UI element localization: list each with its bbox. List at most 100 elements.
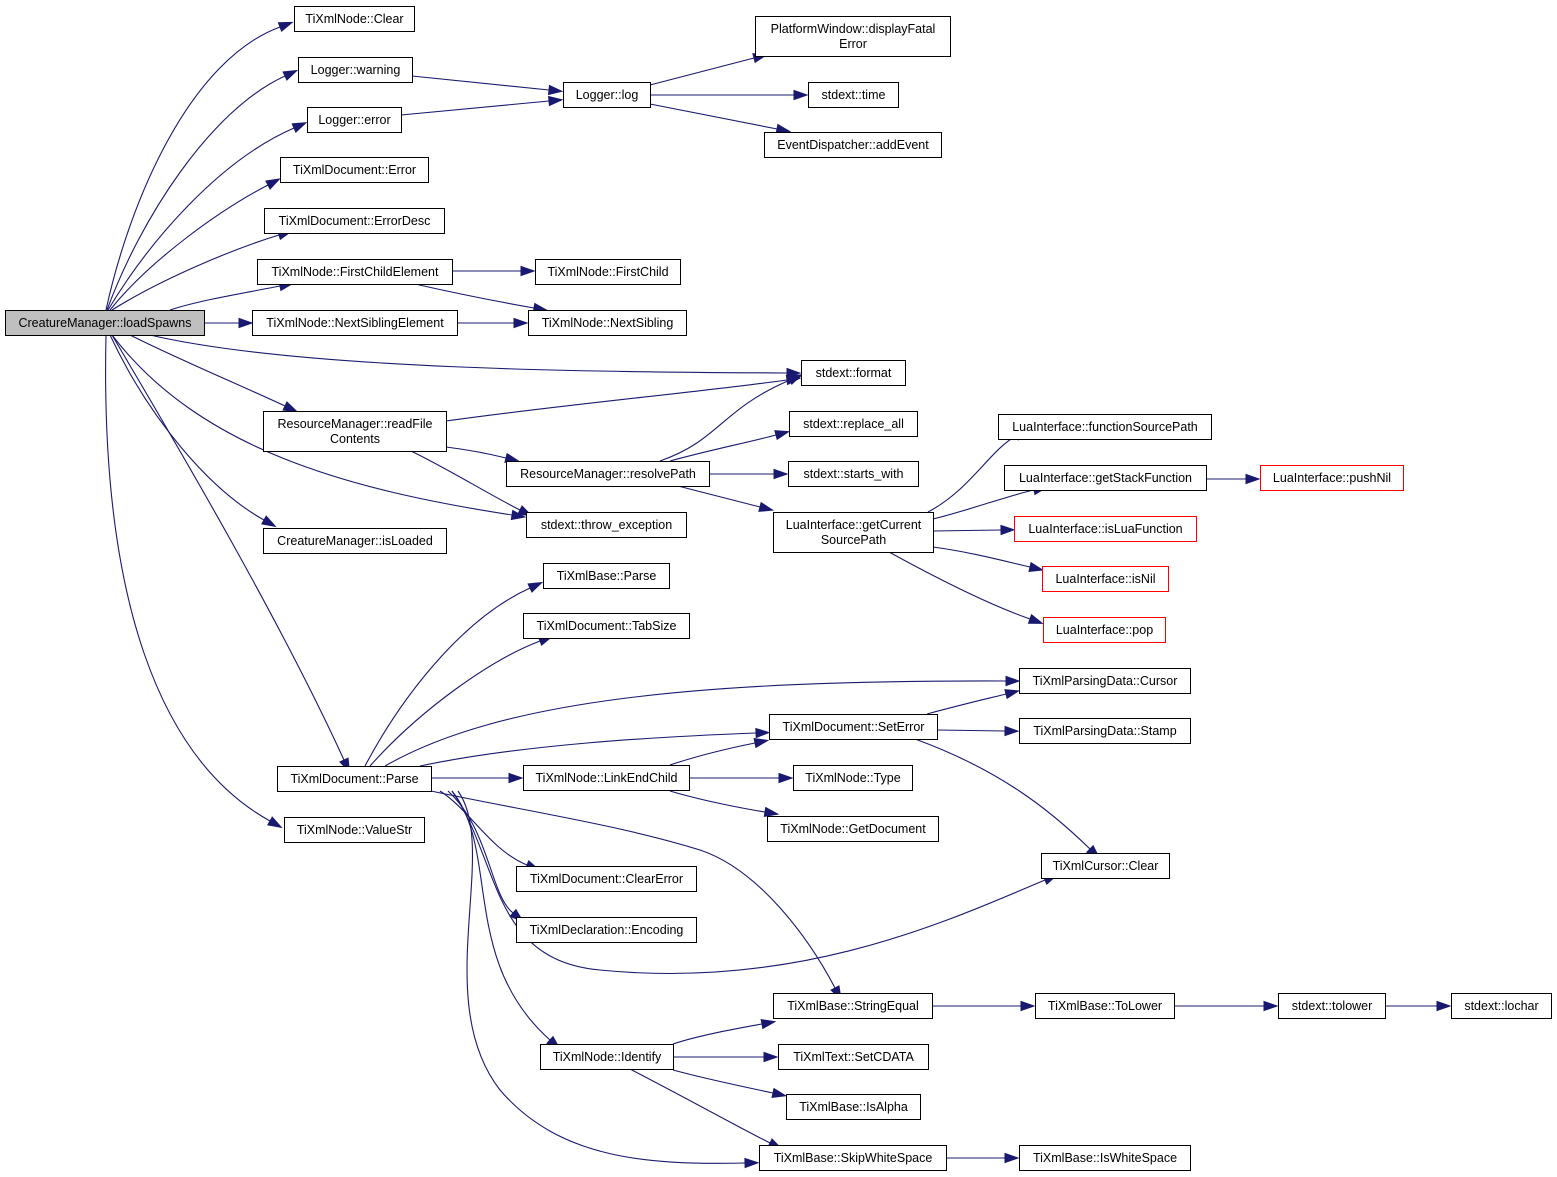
node-box <box>998 414 1212 440</box>
edge-load-spawns-to-is-loaded <box>109 334 277 528</box>
node-is-white-space[interactable]: TiXmlBase::IsWhiteSpace <box>1019 1145 1191 1171</box>
edge-first-child-element-to-first-child <box>452 265 536 277</box>
node-box <box>264 208 445 234</box>
node-box <box>1041 853 1170 879</box>
node-set-cdata[interactable]: TiXmlText::SetCDATA <box>778 1044 929 1070</box>
node-is-loaded[interactable]: CreatureManager::isLoaded <box>263 528 447 554</box>
node-to-lower[interactable]: TiXmlBase::ToLower <box>1035 993 1175 1019</box>
node-skip-white-space[interactable]: TiXmlBase::SkipWhiteSpace <box>759 1145 947 1171</box>
node-clear-error[interactable]: TiXmlDocument::ClearError <box>516 866 697 892</box>
node-base-parse[interactable]: TiXmlBase::Parse <box>543 563 670 589</box>
node-lochar[interactable]: stdext::lochar <box>1451 993 1552 1019</box>
node-type[interactable]: TiXmlNode::Type <box>793 765 913 791</box>
node-label: SourcePath <box>821 533 886 547</box>
node-box <box>755 16 951 57</box>
node-label: TiXmlBase::Parse <box>557 569 657 583</box>
edge-resolve-path-to-starts-with <box>709 468 789 480</box>
node-set-error[interactable]: TiXmlDocument::SetError <box>769 714 938 740</box>
edge-resolve-path-to-replace-all <box>669 430 791 462</box>
node-format[interactable]: stdext::format <box>801 360 906 386</box>
node-label: TiXmlNode::Clear <box>305 12 403 26</box>
node-warning[interactable]: Logger::warning <box>298 57 413 83</box>
edge-identify-to-skip-white-space <box>629 1068 783 1150</box>
edge-identify-to-set-cdata <box>673 1051 779 1063</box>
node-get-document[interactable]: TiXmlNode::GetDocument <box>767 816 939 842</box>
node-link-end-child[interactable]: TiXmlNode::LinkEndChild <box>523 765 690 791</box>
node-label: TiXmlBase::StringEqual <box>787 999 919 1013</box>
edge-tolower-to-lochar <box>1385 1000 1452 1012</box>
node-box <box>788 461 919 487</box>
node-box <box>1042 566 1169 592</box>
node-load-spawns[interactable]: CreatureManager::loadSpawns <box>5 310 205 336</box>
node-box <box>5 310 205 336</box>
node-next-sibling-element[interactable]: TiXmlNode::NextSiblingElement <box>252 310 458 336</box>
node-get-stack-function[interactable]: LuaInterface::getStackFunction <box>1004 465 1207 491</box>
node-time[interactable]: stdext::time <box>808 82 899 108</box>
arrowhead <box>793 89 809 101</box>
node-pop[interactable]: LuaInterface::pop <box>1043 617 1166 643</box>
arrowhead <box>753 737 770 749</box>
edge-error-to-log <box>400 95 564 116</box>
node-box <box>789 411 918 437</box>
node-label: stdext::starts_with <box>803 467 903 481</box>
node-encoding[interactable]: TiXmlDeclaration::Encoding <box>516 917 697 943</box>
node-first-child[interactable]: TiXmlNode::FirstChild <box>535 259 681 285</box>
arrowhead <box>520 265 536 277</box>
node-node-clear[interactable]: TiXmlNode::Clear <box>294 6 415 32</box>
node-error-desc[interactable]: TiXmlDocument::ErrorDesc <box>264 208 445 234</box>
arrowhead <box>277 21 294 33</box>
node-is-lua-function[interactable]: LuaInterface::isLuaFunction <box>1014 516 1197 542</box>
node-value-str[interactable]: TiXmlNode::ValueStr <box>284 817 425 843</box>
arrowhead <box>1004 1152 1020 1164</box>
node-box <box>773 512 934 553</box>
arrowhead <box>513 317 529 329</box>
node-throw-exception[interactable]: stdext::throw_exception <box>526 512 687 538</box>
node-is-nil[interactable]: LuaInterface::isNil <box>1042 566 1169 592</box>
node-push-nil[interactable]: LuaInterface::pushNil <box>1260 465 1404 491</box>
arrowhead <box>238 317 254 329</box>
node-is-alpha[interactable]: TiXmlBase::IsAlpha <box>786 1094 921 1120</box>
node-starts-with[interactable]: stdext::starts_with <box>788 461 919 487</box>
node-doc-error[interactable]: TiXmlDocument::Error <box>280 157 429 183</box>
node-first-child-element[interactable]: TiXmlNode::FirstChildElement <box>257 259 453 285</box>
edge-skip-white-space-to-is-white-space <box>946 1152 1020 1164</box>
node-replace-all[interactable]: stdext::replace_all <box>789 411 918 437</box>
node-label: stdext::replace_all <box>803 417 904 431</box>
node-stamp[interactable]: TiXmlParsingData::Stamp <box>1019 718 1191 744</box>
node-cursor[interactable]: TiXmlParsingData::Cursor <box>1019 668 1191 694</box>
node-box <box>535 259 681 285</box>
node-error[interactable]: Logger::error <box>307 107 402 133</box>
node-label: TiXmlNode::NextSibling <box>542 316 674 330</box>
node-add-event[interactable]: EventDispatcher::addEvent <box>764 132 942 158</box>
node-box <box>1035 993 1175 1019</box>
arrowhead <box>763 1051 779 1063</box>
node-next-sibling[interactable]: TiXmlNode::NextSibling <box>528 310 687 336</box>
node-function-source-path[interactable]: LuaInterface::functionSourcePath <box>998 414 1212 440</box>
arrowhead <box>547 84 564 96</box>
node-box <box>1278 993 1386 1019</box>
arrowhead <box>771 1087 788 1098</box>
arrowhead <box>282 69 299 81</box>
edge-doc-parse-to-base-parse <box>364 581 544 767</box>
node-doc-parse[interactable]: TiXmlDocument::Parse <box>277 766 432 792</box>
edge-first-child-element-to-next-sibling <box>414 283 549 314</box>
node-log[interactable]: Logger::log <box>563 82 651 108</box>
edge-log-to-display-fatal <box>649 53 769 86</box>
arrowhead <box>291 122 308 133</box>
edge-load-spawns-to-first-child-element <box>169 280 295 311</box>
arrowhead <box>1000 524 1016 536</box>
node-tolower[interactable]: stdext::tolower <box>1278 993 1386 1019</box>
node-resolve-path[interactable]: ResourceManager::resolvePath <box>506 461 710 487</box>
node-tab-size[interactable]: TiXmlDocument::TabSize <box>523 613 690 639</box>
node-identify[interactable]: TiXmlNode::Identify <box>540 1044 674 1070</box>
arrowhead <box>1004 689 1021 700</box>
node-string-equal[interactable]: TiXmlBase::StringEqual <box>773 993 933 1019</box>
node-box <box>252 310 458 336</box>
node-label: stdext::lochar <box>1464 999 1538 1013</box>
node-cursor-clear[interactable]: TiXmlCursor::Clear <box>1041 853 1170 879</box>
edge-link-end-child-to-type <box>689 772 794 784</box>
edge-set-error-to-stamp <box>936 725 1020 737</box>
